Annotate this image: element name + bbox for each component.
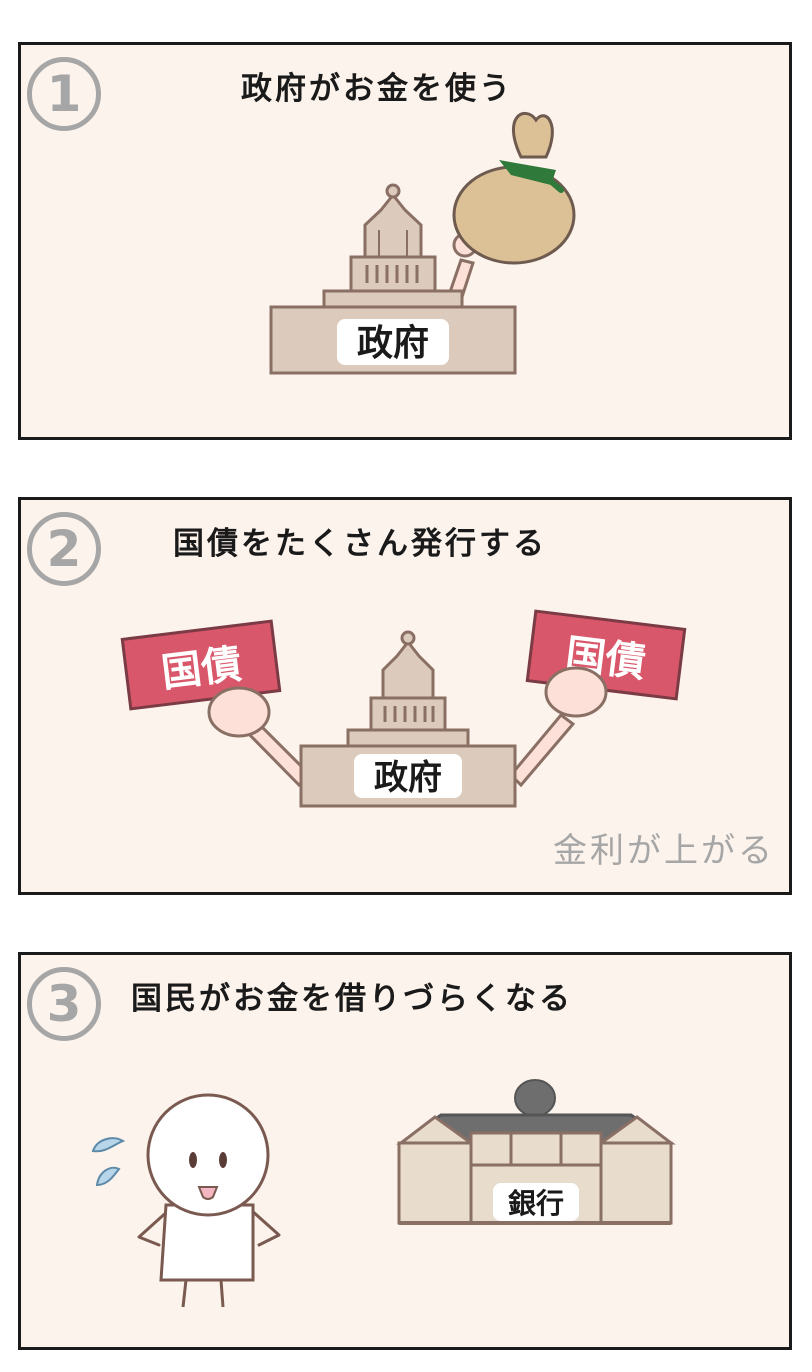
building-label: 政府 xyxy=(374,758,442,798)
panel-1: 1 政府がお金を使う 政府 xyxy=(18,42,792,440)
right-hand-icon xyxy=(544,666,608,718)
building-label: 政府 xyxy=(357,322,429,364)
bond-left-label: 国債 xyxy=(159,641,244,696)
panel-3-title: 国民がお金を借りづらくなる xyxy=(131,981,573,1017)
government-building-icon: 政府 xyxy=(269,183,517,375)
panel-2-title: 国債をたくさん発行する xyxy=(173,526,547,562)
government-building-icon: 政府 xyxy=(299,630,517,808)
bank-label: 銀行 xyxy=(508,1187,564,1220)
step-number-3: 3 xyxy=(27,967,101,1041)
citizen-bank-illustration: 銀行 xyxy=(91,1079,676,1308)
bank-building-icon: 銀行 xyxy=(396,1079,676,1225)
panel-2: 2 国債をたくさん発行する 国債 国債 xyxy=(18,497,792,895)
worried-person-icon xyxy=(137,1093,281,1308)
bond-issuance-illustration: 国債 国債 政府 xyxy=(120,609,687,808)
right-arm-icon xyxy=(508,712,576,788)
money-bag-icon xyxy=(452,111,576,265)
panel-1-title: 政府がお金を使う xyxy=(241,71,513,107)
sweat-drops-icon xyxy=(91,1137,126,1187)
left-hand-icon xyxy=(207,686,271,738)
government-spending-illustration: 政府 xyxy=(269,111,576,375)
interest-rate-caption: 金利が上がる xyxy=(553,831,775,871)
panel-3: 3 国民がお金を借りづらくなる xyxy=(18,952,792,1350)
step-number-2: 2 xyxy=(27,512,101,586)
step-number-1: 1 xyxy=(27,57,101,131)
